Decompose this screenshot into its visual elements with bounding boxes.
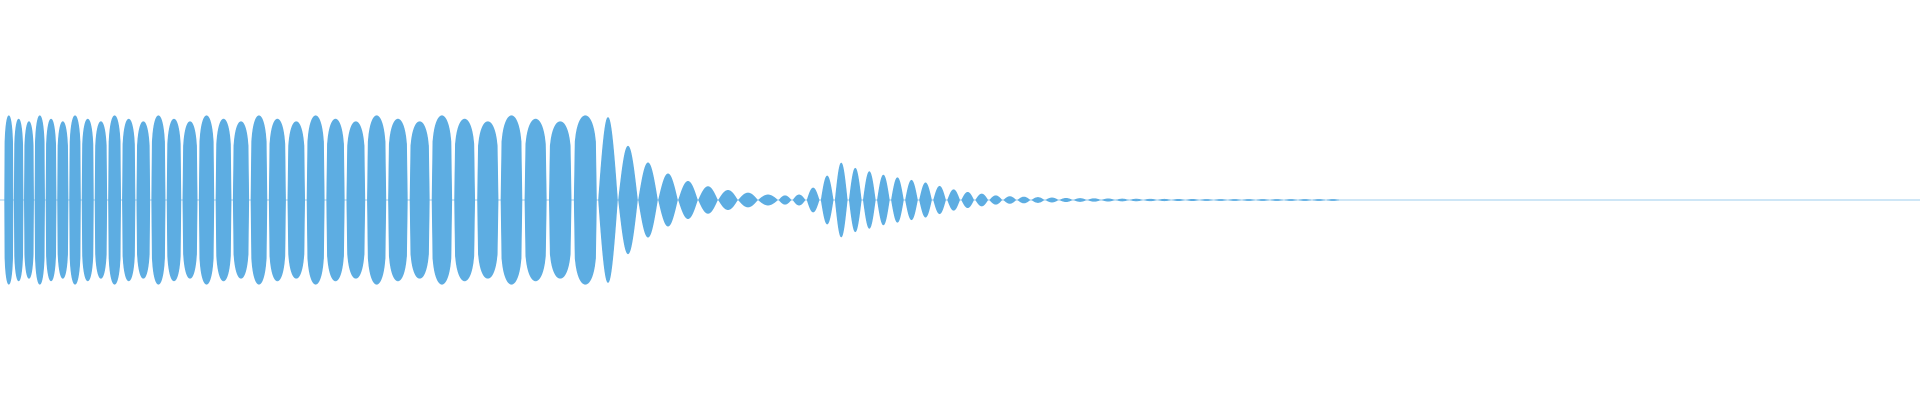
wave-lobe-beat [1087,198,1102,202]
wave-cycle-dense [4,115,14,285]
wave-lobe-beat [806,187,820,213]
wave-cycle-decay [658,173,678,227]
wave-cycle-dense [409,121,430,279]
wave-lobe-beat [1130,198,1143,202]
wave-lobe-beat [1242,199,1255,201]
wave-cycle-dense [45,118,57,282]
wave-cycle-dense [500,115,523,285]
wave-cycle-dense [136,121,151,279]
wave-cycle-dense [268,118,286,282]
wave-cycle-decay [678,181,698,219]
wave-lobe-beat [961,191,975,209]
wave-cycle-dense [182,121,198,279]
wave-lobe-beat [1326,199,1340,201]
wave-cycle-dense [69,115,81,285]
wave-cycle-dense [431,115,453,285]
wave-cycle-dense [215,118,232,282]
wave-cycle-dense [57,121,69,279]
wave-lobe-beat [1003,196,1017,204]
wave-cycle-dense [367,115,387,285]
wave-lobe-beat [919,182,932,218]
wave-lobe-beat [834,162,848,238]
wave-lobe-beat [1270,199,1283,201]
wave-cycle-decay [618,145,638,255]
wave-cycle-dense [94,121,108,279]
wave-cycle-decay [598,117,618,283]
wave-lobe-beat [1172,199,1185,201]
wave-lobe-beat [1200,199,1213,201]
wave-cycle-dense [232,121,250,279]
wave-cycle-decay [698,186,718,214]
wave-cycle-decay [758,194,778,206]
wave-cycle-dense [454,118,476,282]
wave-lobe-beat [1045,197,1059,203]
wave-cycle-dense [306,115,325,285]
wave-lobe-beat [877,174,890,226]
wave-lobe-beat [1158,198,1171,202]
wave-lobe-beat [1298,199,1311,201]
wave-cycle-dense [13,118,24,282]
wave-lobe-beat [820,175,834,225]
wave-lobe-beat [975,193,989,207]
wave-cycle-dense [477,121,499,279]
wave-cycle-dense [573,115,597,285]
wave-cycle-dense [81,118,94,282]
wave-lobe-beat [1115,198,1130,202]
wave-cycle-dense [287,121,305,279]
wave-lobe-beat [792,194,806,206]
wave-lobe-beat [1256,199,1269,201]
wave-cycle-dense [524,118,547,282]
waveform-group [4,115,1340,285]
wave-lobe-beat [1101,198,1116,202]
wave-lobe-beat [1073,198,1087,202]
wave-cycle-dense [346,121,366,279]
wave-cycle-decay [738,192,758,208]
wave-lobe-beat [989,195,1003,205]
wave-cycle-dense [108,115,121,285]
wave-cycle-dense [34,115,45,285]
wave-cycle-dense [151,115,166,285]
wave-lobe-beat [862,171,876,229]
wave-lobe-beat [1312,199,1325,201]
wave-cycle-dense [326,118,345,282]
wave-lobe-beat [891,177,904,223]
wave-lobe-beat [1144,198,1157,202]
wave-cycle-decay [638,162,658,238]
wave-cycle-dense [122,118,136,282]
wave-lobe-beat [1059,197,1073,203]
wave-cycle-dense [388,118,408,282]
wave-lobe-beat [1031,197,1045,203]
wave-cycle-dense [24,121,34,279]
wave-cycle-dense [548,121,572,279]
wave-lobe-beat [1186,199,1199,201]
wave-lobe-beat [933,185,946,215]
wave-lobe-beat [947,189,960,211]
wave-lobe-beat [778,195,792,205]
wave-lobe-beat [1017,196,1031,204]
wave-lobe-beat [905,179,918,221]
wave-lobe-beat [1284,199,1297,201]
wave-cycle-dense [198,115,215,285]
wave-cycle-dense [166,118,182,282]
wave-cycle-decay [718,189,738,211]
wave-cycle-dense [250,115,268,285]
wave-lobe-beat [848,167,862,233]
wave-lobe-beat [1228,199,1241,201]
wave-lobe-beat [1214,199,1227,201]
